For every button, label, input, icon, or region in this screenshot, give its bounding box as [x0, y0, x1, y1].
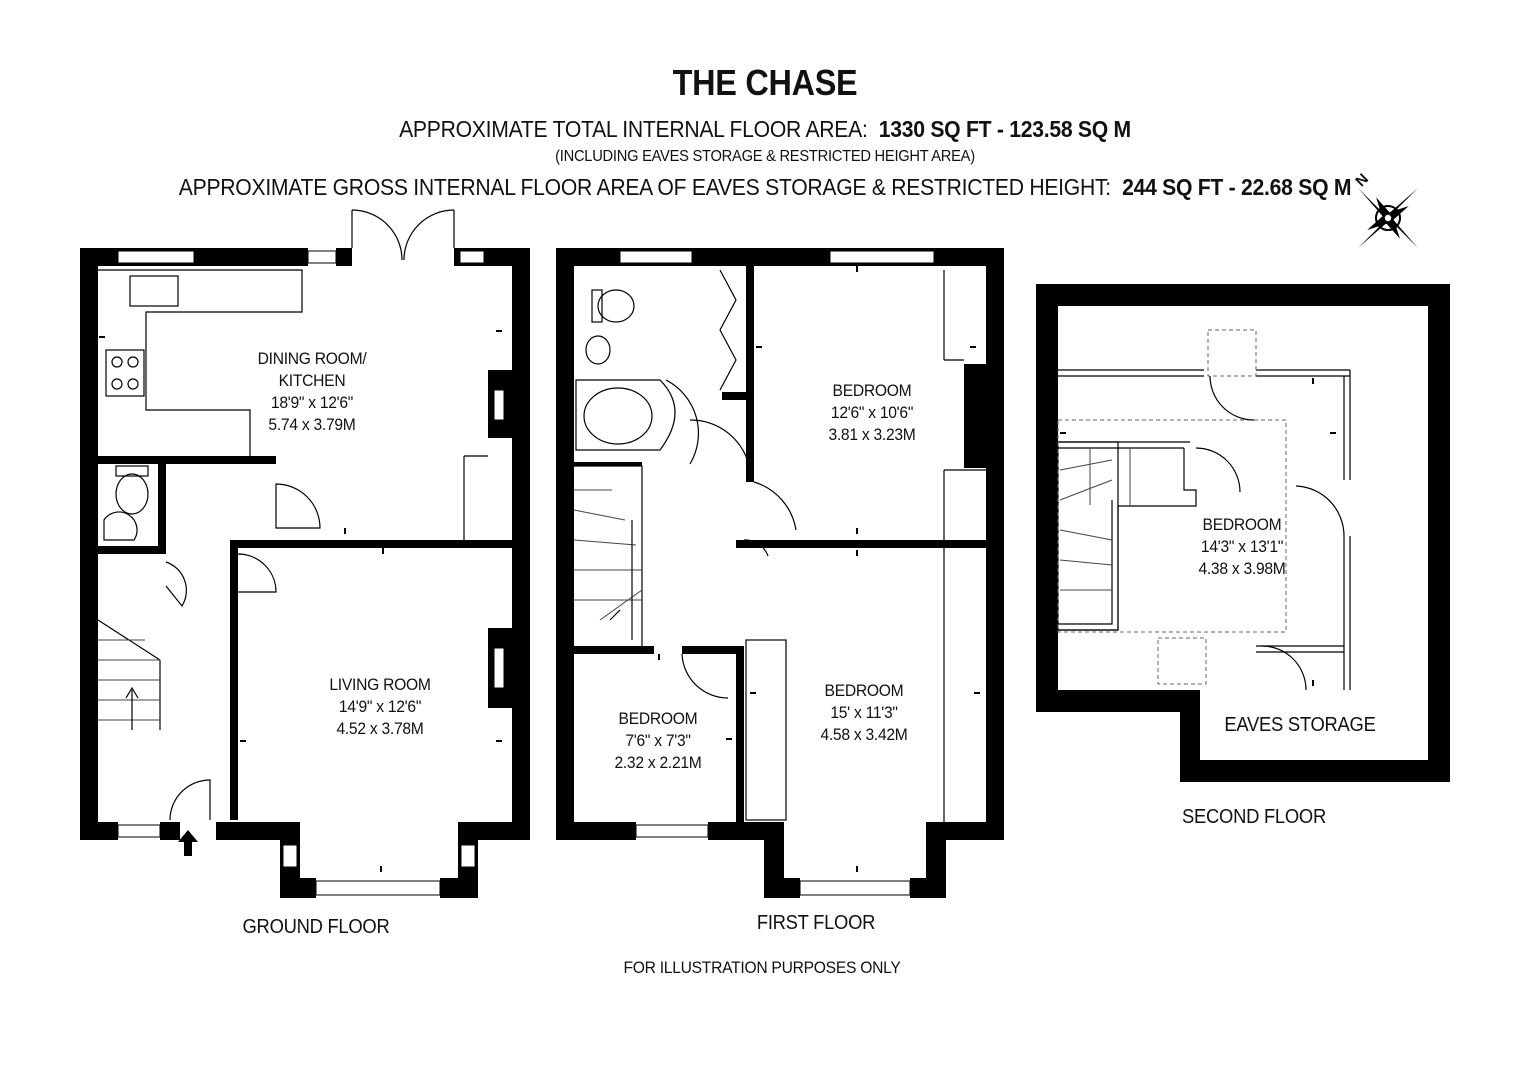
eaves-area-value: 244 SQ FT - 22.68 SQ M	[1122, 174, 1352, 200]
first-floor-label: FIRST FLOOR	[756, 912, 876, 934]
bedroom-rear-label: BEDROOM 12'6" x 10'6" 3.81 x 3.23M	[828, 380, 915, 446]
room-imperial: 18'9" x 12'6"	[270, 393, 354, 412]
room-imperial: 15' x 11'3"	[830, 703, 898, 722]
room-imperial: 7'6" x 7'3"	[625, 731, 691, 750]
first-floor-plan	[556, 248, 1004, 898]
room-name: LIVING ROOM	[329, 675, 431, 694]
second-floor-plan	[1036, 284, 1450, 782]
compass-rose-icon	[1358, 188, 1418, 248]
bedroom-attic-label: BEDROOM 14'3" x 13'1" 4.38 x 3.98M	[1198, 514, 1285, 580]
room-metric: 2.32 x 2.21M	[614, 753, 702, 772]
total-area-value: 1330 SQ FT - 123.58 SQ M	[878, 116, 1131, 142]
room-metric: 4.38 x 3.98M	[1198, 559, 1286, 578]
ground-floor-plan	[80, 209, 530, 898]
eaves-storage-label: EAVES STORAGE	[1224, 714, 1376, 736]
illustration-note: FOR ILLUSTRATION PURPOSES ONLY	[623, 958, 901, 977]
page-title: THE CHASE	[672, 62, 858, 103]
room-name: BEDROOM	[1202, 515, 1282, 534]
bedroom-small-label: BEDROOM 7'6" x 7'3" 2.32 x 2.21M	[614, 708, 701, 774]
dining-kitchen-label: DINING ROOM/ KITCHEN 18'9" x 12'6" 5.74 …	[258, 348, 367, 436]
including-note: (INCLUDING EAVES STORAGE & RESTRICTED HE…	[555, 148, 975, 165]
room-name: KITCHEN	[278, 371, 346, 390]
room-imperial: 14'3" x 13'1"	[1200, 537, 1284, 556]
eaves-area-line: APPROXIMATE GROSS INTERNAL FLOOR AREA OF…	[178, 174, 1352, 201]
room-name: BEDROOM	[832, 381, 912, 400]
second-floor-label: SECOND FLOOR	[1182, 806, 1326, 828]
total-area-line: APPROXIMATE TOTAL INTERNAL FLOOR AREA: 1…	[399, 116, 1131, 143]
room-imperial: 14'9" x 12'6"	[338, 697, 422, 716]
room-metric: 4.52 x 3.78M	[336, 719, 424, 738]
eaves-area-label: APPROXIMATE GROSS INTERNAL FLOOR AREA OF…	[178, 174, 1111, 200]
room-imperial: 12'6" x 10'6"	[830, 403, 914, 422]
room-metric: 3.81 x 3.23M	[828, 425, 916, 444]
total-area-label: APPROXIMATE TOTAL INTERNAL FLOOR AREA:	[399, 116, 868, 142]
living-room-label: LIVING ROOM 14'9" x 12'6" 4.52 x 3.78M	[329, 674, 431, 740]
room-metric: 4.58 x 3.42M	[820, 725, 908, 744]
room-metric: 5.74 x 3.79M	[268, 415, 356, 434]
ground-floor-label: GROUND FLOOR	[242, 916, 390, 938]
room-name: BEDROOM	[618, 709, 698, 728]
room-name: DINING ROOM/	[257, 349, 367, 368]
room-name: BEDROOM	[824, 681, 904, 700]
bedroom-front-label: BEDROOM 15' x 11'3" 4.58 x 3.42M	[820, 680, 907, 746]
